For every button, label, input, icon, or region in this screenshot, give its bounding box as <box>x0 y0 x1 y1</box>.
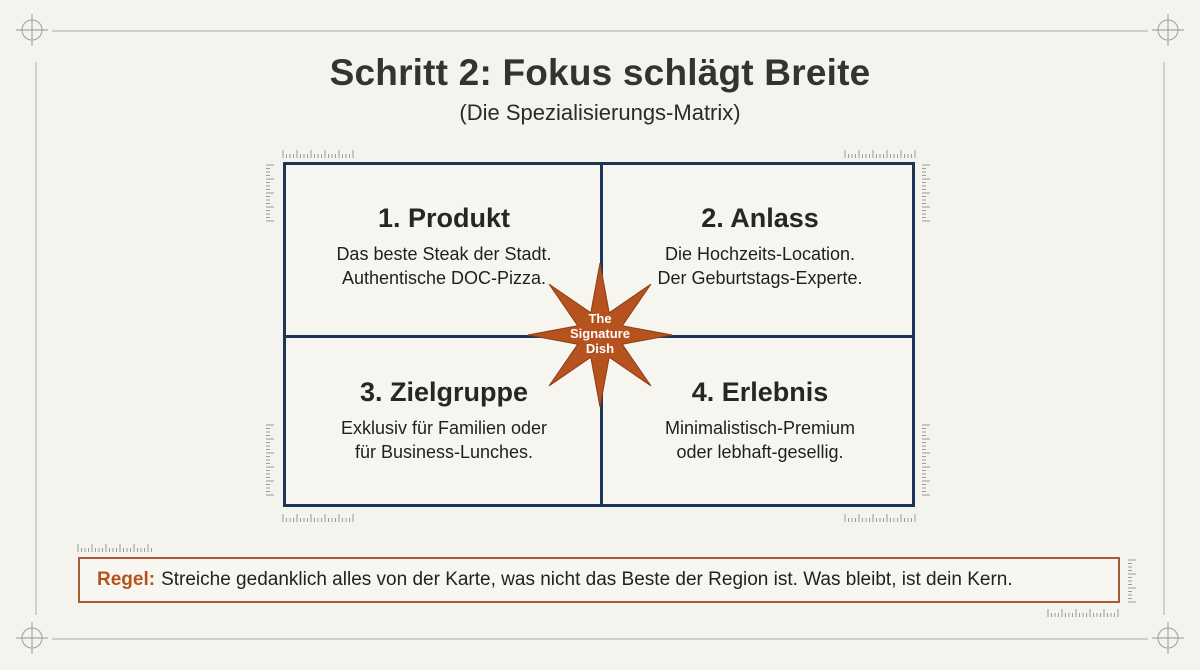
cell-text: oder lebhaft-gesellig. <box>676 442 844 462</box>
cell-heading: 3. Zielgruppe <box>359 377 529 407</box>
cell-text: Minimalistisch-Premium <box>664 418 856 438</box>
signature-star-icon <box>527 262 673 408</box>
rule-callout: Regel: Streiche gedanklich alles von der… <box>78 557 1120 603</box>
crosshair-icon <box>16 14 48 46</box>
signature-dish-label: The Signature Dish <box>570 311 630 356</box>
cell-text: für Business-Lunches. <box>354 442 534 462</box>
matrix-cell-anlass: 2. Anlass Die Hochzeits-Location. Der Ge… <box>602 203 918 290</box>
crosshair-icon <box>1152 622 1184 654</box>
cell-text: Authentische DOC-Pizza. <box>341 268 547 288</box>
cell-heading: 2. Anlass <box>701 203 819 233</box>
matrix-cell-zielgruppe: 3. Zielgruppe Exklusiv für Familien oder… <box>286 377 602 464</box>
cell-heading: 4. Erlebnis <box>691 377 829 407</box>
cell-heading: 1. Produkt <box>377 203 511 233</box>
matrix-cell-produkt: 1. Produkt Das beste Steak der Stadt. Au… <box>286 203 602 290</box>
cell-text: Der Geburtstags-Experte. <box>657 268 863 288</box>
cell-text: Die Hochzeits-Location. <box>664 244 856 264</box>
rule-text: Streiche gedanklich alles von der Karte,… <box>161 569 1013 590</box>
rule-label: Regel: <box>97 569 156 590</box>
specialization-matrix: 1. Produkt Das beste Steak der Stadt. Au… <box>283 162 915 507</box>
matrix-cell-erlebnis: 4. Erlebnis Minimalistisch-Premium oder … <box>602 377 918 464</box>
page-subtitle: (Die Spezialisierungs-Matrix) <box>459 100 741 125</box>
page-title: Schritt 2: Fokus schlägt Breite <box>329 52 871 93</box>
cell-text: Exklusiv für Familien oder <box>340 418 548 438</box>
crosshair-icon <box>1152 14 1184 46</box>
crosshair-icon <box>16 622 48 654</box>
cell-text: Das beste Steak der Stadt. <box>336 244 552 264</box>
